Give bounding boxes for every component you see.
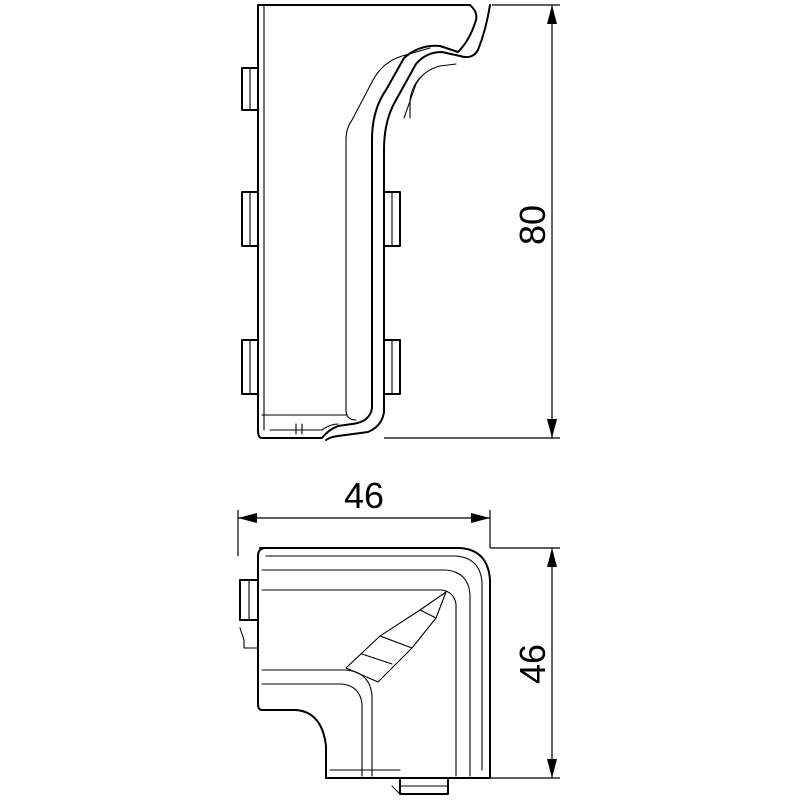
plan-view-inner-rim	[261, 569, 471, 777]
plan-view-diagonal-rib	[345, 591, 447, 683]
side-view-inner-line-1	[345, 47, 431, 141]
side-view-back-edge	[325, 4, 491, 441]
plan-view-left-tab	[239, 627, 259, 649]
side-view-inner-line-2	[345, 139, 357, 421]
plan-view-inner-corner-2	[261, 683, 363, 777]
dimension-46-v-arrow-bottom	[547, 759, 557, 778]
plan-view	[239, 547, 491, 795]
dimension-46-v-label: 46	[512, 644, 553, 684]
side-view	[241, 4, 491, 441]
side-view-outline	[257, 4, 478, 439]
side-view-inner-line-4	[409, 73, 425, 119]
dimension-46-h-arrow-left	[238, 513, 257, 523]
plan-view-inner-floor	[261, 589, 457, 777]
plan-view-diagonal-line-1	[379, 635, 413, 649]
dimension-46-h-arrow-right	[471, 513, 490, 523]
dimension-46-vertical: 46	[490, 547, 560, 779]
dimension-80: 80	[384, 4, 560, 439]
plan-view-outer-outline	[257, 547, 491, 779]
plan-view-diagonal-line-3	[361, 653, 393, 665]
dimension-80-label: 80	[512, 205, 553, 245]
side-view-inner-line-3	[403, 63, 457, 119]
dimension-46-horizontal: 46	[237, 475, 491, 556]
dimension-46-v-arrow-top	[547, 548, 557, 567]
side-view-bottom-lip	[269, 423, 339, 431]
plan-view-rim	[265, 555, 483, 771]
plan-view-bottom-clip-tab	[391, 785, 401, 795]
dimension-46-h-label: 46	[344, 475, 384, 516]
dimension-80-arrow-bottom	[547, 419, 557, 438]
plan-view-diagonal-line-2	[419, 609, 437, 619]
plan-view-inner-corner	[261, 669, 373, 777]
dimension-80-arrow-top	[547, 5, 557, 24]
